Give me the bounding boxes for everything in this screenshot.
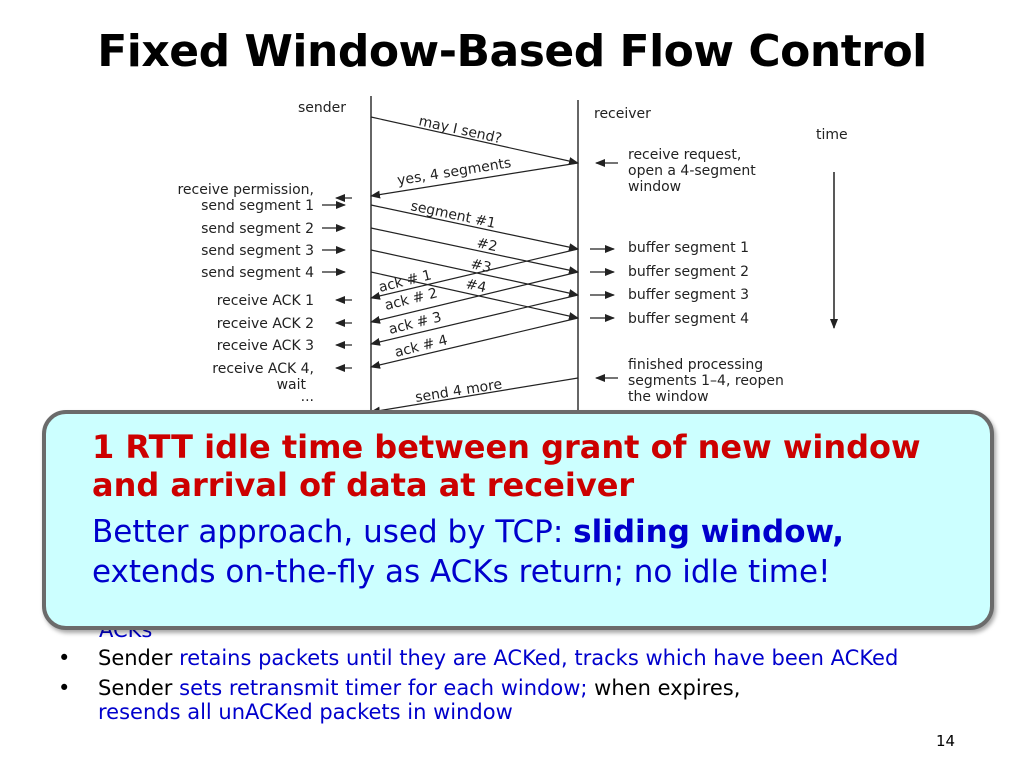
segment-3-arrow xyxy=(370,249,579,297)
sender-event: send segment 1 xyxy=(201,198,314,214)
sender-event: receive permission, xyxy=(177,182,314,198)
callout-prefix: Better approach, used by TCP: xyxy=(92,514,574,550)
callout-box: 1 RTT idle time between grant of new win… xyxy=(42,410,994,630)
slide-number: 14 xyxy=(936,732,956,750)
sender-event: receive ACK 2 xyxy=(217,316,314,332)
bullet-blue-text: resends all unACKed packets in window xyxy=(98,700,513,724)
sender-event: send segment 2 xyxy=(201,221,314,237)
bullet-glyph: • xyxy=(58,646,71,670)
bullet-item: • Sender retains packets until they are … xyxy=(58,646,978,670)
send-4-more-label: send 4 more xyxy=(414,376,503,406)
yes-4-segments-label: yes, 4 segments xyxy=(396,155,512,189)
sender-event: wait xyxy=(277,377,307,393)
segment-1-label: segment #1 xyxy=(409,198,497,232)
bullet-glyph: • xyxy=(58,676,71,700)
callout-suffix: extends on-the-fly as ACKs return; no id… xyxy=(92,554,831,590)
may-i-send-label: may I send? xyxy=(417,113,503,147)
slide-title: Fixed Window-Based Flow Control xyxy=(97,26,927,77)
receiver-event: buffer segment 4 xyxy=(628,311,749,327)
callout-sliding-window-text: Better approach, used by TCP: sliding wi… xyxy=(92,512,972,592)
sender-event: ... xyxy=(301,389,314,405)
bullet-list: • Sender retains packets until they are … xyxy=(58,646,978,730)
bullet-blue-text: retains packets until they are ACKed, tr… xyxy=(179,646,899,670)
segment-3-label: #3 xyxy=(469,256,493,276)
send-4-more-arrow xyxy=(370,377,579,415)
segment-2-arrow xyxy=(370,227,579,275)
receiver-event: the window xyxy=(628,389,709,405)
bullet-text: Sender sets retransmit timer for each wi… xyxy=(98,676,740,724)
receiver-event: receive request, xyxy=(628,147,741,163)
bullet-item: • Sender sets retransmit timer for each … xyxy=(58,676,978,724)
receiver-event: segments 1–4, reopen xyxy=(628,373,784,389)
yes-4-segments-arrow xyxy=(370,162,579,199)
callout-bold-term: sliding window, xyxy=(573,514,844,550)
sender-event: receive ACK 3 xyxy=(217,338,314,354)
bullet-black-text: Sender xyxy=(98,646,180,670)
receiver-event: finished processing xyxy=(628,357,763,373)
receiver-label: receiver xyxy=(594,106,651,122)
ack-2-arrow xyxy=(370,271,579,324)
receiver-event: buffer segment 1 xyxy=(628,240,749,256)
receiver-event: open a 4-segment xyxy=(628,163,756,179)
sender-event: receive ACK 4, xyxy=(212,361,314,377)
ack-4-arrow xyxy=(370,317,579,369)
bullet-black-text: Sender xyxy=(98,676,180,700)
callout-idle-time-text: 1 RTT idle time between grant of new win… xyxy=(92,428,921,504)
sender-event: send segment 4 xyxy=(201,265,314,281)
segment-4-label: #4 xyxy=(464,276,488,296)
may-i-send-arrow xyxy=(370,116,579,165)
bullet-blue-text: sets retransmit timer for each window; xyxy=(179,676,588,700)
sender-label: sender xyxy=(298,100,346,116)
sender-event: send segment 3 xyxy=(201,243,314,259)
receiver-event: buffer segment 3 xyxy=(628,287,749,303)
segment-2-label: #2 xyxy=(475,235,499,255)
ack-1-arrow xyxy=(370,248,579,300)
time-label: time xyxy=(816,127,848,143)
segment-4-arrow xyxy=(370,271,579,320)
bullet-text: Sender retains packets until they are AC… xyxy=(98,646,898,670)
receiver-event: buffer segment 2 xyxy=(628,264,749,280)
ack-3-arrow xyxy=(370,294,579,346)
receiver-event: window xyxy=(628,179,681,195)
bullet-black-text: when expires, xyxy=(587,676,741,700)
segment-1-arrow xyxy=(370,204,579,252)
sender-event: receive ACK 1 xyxy=(217,293,314,309)
